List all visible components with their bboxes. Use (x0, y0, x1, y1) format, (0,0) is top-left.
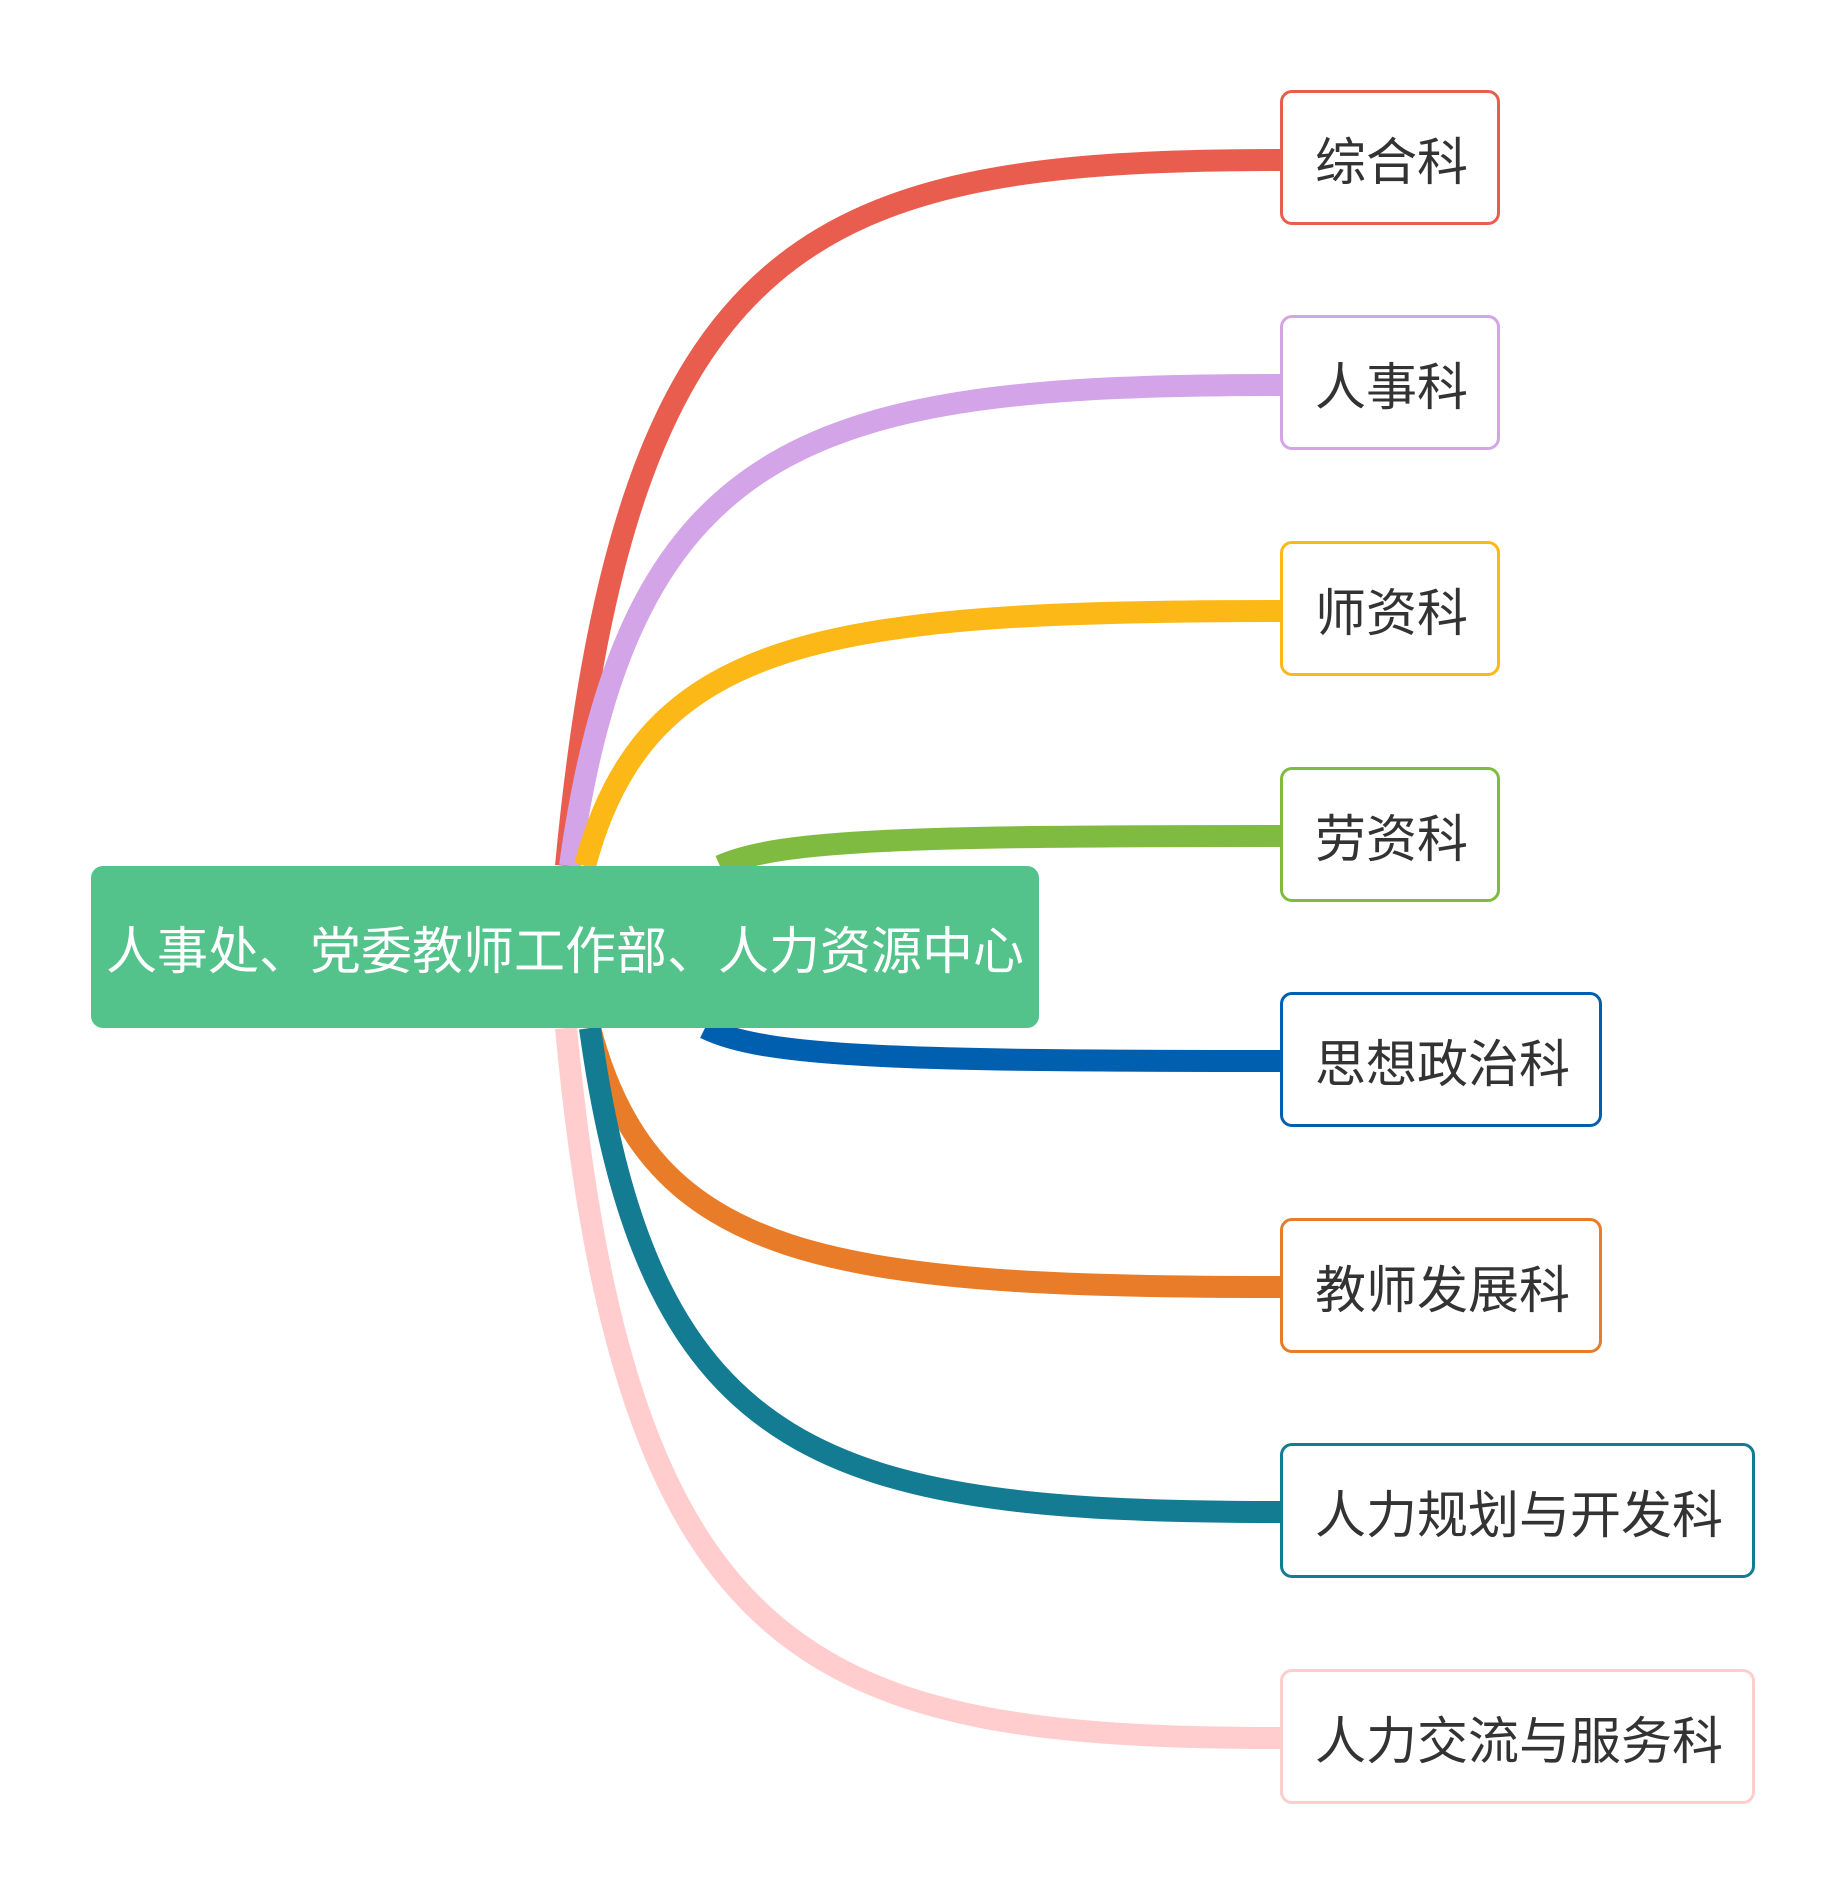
subtopic-label: 人力规划与开发科 (1315, 1486, 1724, 1546)
subtopic-label: 综合科 (1315, 133, 1469, 193)
connector-3 (715, 825, 1281, 877)
root-topic-label: 人事处、党委教师工作部、人力资源中心 (105, 923, 1024, 982)
subtopic-node[interactable]: 劳资科 (1280, 767, 1500, 902)
subtopic-node[interactable]: 人力交流与服务科 (1280, 1669, 1755, 1804)
subtopic-node[interactable]: 师资科 (1280, 541, 1500, 676)
root-topic[interactable]: 人事处、党委教师工作部、人力资源中心 (91, 866, 1039, 1028)
connector-2 (574, 600, 1281, 869)
subtopic-node[interactable]: 综合科 (1280, 90, 1500, 225)
subtopic-node[interactable]: 人力规划与开发科 (1280, 1443, 1755, 1578)
subtopic-label: 师资科 (1315, 584, 1469, 644)
subtopic-node[interactable]: 人事科 (1280, 315, 1500, 450)
connector-5 (579, 1025, 1281, 1298)
connector-0 (555, 149, 1281, 868)
subtopic-label: 教师发展科 (1315, 1261, 1571, 1321)
subtopic-node[interactable]: 思想政治科 (1280, 992, 1602, 1127)
connector-6 (579, 1026, 1281, 1523)
subtopic-label: 人事科 (1315, 358, 1469, 418)
connector-1 (559, 374, 1281, 868)
subtopic-label: 劳资科 (1315, 810, 1469, 870)
subtopic-label: 思想政治科 (1315, 1035, 1571, 1095)
subtopic-node[interactable]: 教师发展科 (1280, 1218, 1602, 1353)
connector-7 (555, 1026, 1281, 1749)
connector-4 (700, 1018, 1281, 1072)
subtopic-label: 人力交流与服务科 (1315, 1712, 1724, 1772)
